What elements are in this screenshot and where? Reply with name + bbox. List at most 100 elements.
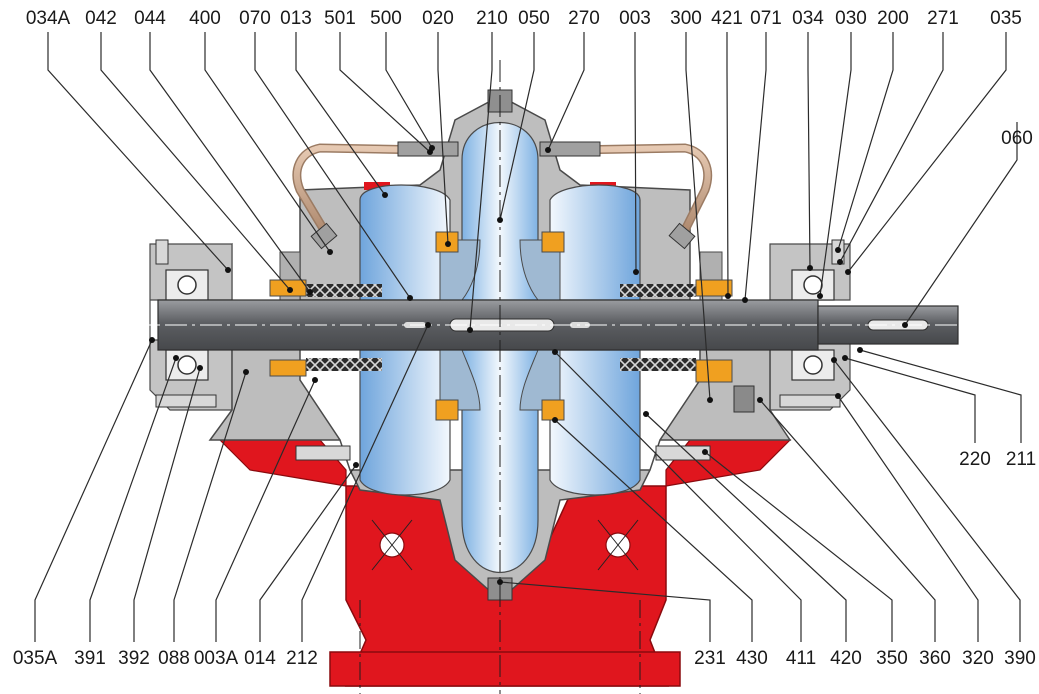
leader-top-013-dot: [382, 192, 388, 198]
leader-top-030: [819, 32, 852, 297]
label-bottom-430: 430: [736, 648, 768, 669]
leader-top-501: [339, 32, 431, 153]
label-bottom-003A: 003A: [194, 648, 239, 669]
leader-top-200-dot: [835, 247, 841, 253]
label-top-034A: 034A: [26, 8, 71, 29]
leader-right-220: [844, 357, 976, 443]
leader-bottom-390-dot: [831, 357, 837, 363]
leader-top-042-dot: [287, 287, 293, 293]
leader-top-003: [634, 32, 637, 273]
bearings: [165, 269, 835, 381]
label-top-400: 400: [189, 8, 221, 29]
leader-top-071: [744, 32, 767, 301]
leader-bottom-088-dot: [243, 369, 249, 375]
leader-right-211: [859, 349, 1022, 443]
label-bottom-212: 212: [286, 648, 318, 669]
leader-top-034-dot: [807, 265, 813, 271]
leader-top-050-dot: [497, 217, 503, 223]
leader-top-044-dot: [307, 289, 313, 295]
leader-top-071-dot: [742, 297, 748, 303]
label-bottom-420: 420: [830, 648, 862, 669]
leader-bottom-360: [759, 399, 936, 642]
leader-right-220-dot: [842, 355, 848, 361]
leader-right-060: [904, 122, 1018, 326]
leader-bottom-231-dot: [497, 579, 503, 585]
leader-bottom-430-dot: [552, 417, 558, 423]
leader-top-270: [547, 32, 585, 151]
gland-packing: [306, 284, 696, 371]
leader-top-210: [469, 32, 493, 331]
leader-top-070: [254, 32, 411, 299]
leader-top-070-dot: [407, 295, 413, 301]
red-flange-left: [364, 182, 390, 190]
leader-bottom-411: [554, 351, 802, 642]
label-top-500: 500: [370, 8, 402, 29]
leader-bottom-320: [837, 395, 979, 642]
leader-bottom-391-dot: [173, 355, 179, 361]
leader-bottom-420-dot: [643, 411, 649, 417]
leader-top-035-dot: [845, 269, 851, 275]
leader-bottom-360-dot: [757, 397, 763, 403]
leader-top-042: [100, 32, 291, 291]
leader-bottom-350-dot: [702, 449, 708, 455]
label-top-300: 300: [670, 8, 702, 29]
label-top-035: 035: [990, 8, 1022, 29]
leader-bottom-231: [499, 581, 711, 642]
label-bottom-088: 088: [158, 648, 190, 669]
label-top-050: 050: [518, 8, 550, 29]
label-top-013: 013: [280, 8, 312, 29]
leader-bottom-411-dot: [552, 349, 558, 355]
label-top-071: 071: [750, 8, 782, 29]
label-top-030: 030: [835, 8, 867, 29]
leader-top-300: [685, 32, 711, 401]
leader-bottom-035A: [34, 339, 153, 642]
label-top-501: 501: [324, 8, 356, 29]
seal-tube-left-fill: [293, 144, 431, 242]
leader-top-050: [499, 32, 535, 221]
leader-top-270-dot: [545, 147, 551, 153]
leader-bottom-420: [645, 413, 847, 642]
leader-bottom-390: [833, 359, 1021, 642]
leader-top-271: [839, 32, 944, 263]
leader-top-030-dot: [817, 293, 823, 299]
label-top-003: 003: [619, 8, 651, 29]
label-right-211: 211: [1006, 449, 1036, 470]
leader-top-271-dot: [837, 259, 843, 265]
leader-top-421: [726, 32, 729, 297]
leader-bottom-088: [173, 371, 247, 642]
label-top-270: 270: [568, 8, 600, 29]
leader-top-034A: [47, 32, 229, 271]
seal-tube-right-fill: [569, 144, 711, 242]
leader-top-400-dot: [327, 249, 333, 255]
label-right-220: 220: [959, 449, 991, 470]
label-top-020: 020: [422, 8, 454, 29]
leader-top-034: [807, 32, 811, 269]
leader-right-211-dot: [857, 347, 863, 353]
label-bottom-390: 390: [1004, 648, 1036, 669]
label-bottom-360: 360: [919, 648, 951, 669]
leader-top-500-dot: [429, 145, 435, 151]
label-top-034: 034: [792, 8, 824, 29]
leader-bottom-392-dot: [197, 365, 203, 371]
label-top-200: 200: [877, 8, 909, 29]
leader-bottom-212-dot: [425, 322, 431, 328]
leader-bottom-391: [89, 357, 177, 642]
label-top-070: 070: [239, 8, 271, 29]
label-top-271: 271: [927, 8, 959, 29]
leader-top-034A-dot: [225, 267, 231, 273]
label-bottom-014: 014: [244, 648, 276, 669]
leader-right-060-dot: [902, 322, 908, 328]
leader-top-210-dot: [467, 327, 473, 333]
leader-bottom-014-dot: [353, 462, 359, 468]
casing-bolts: [155, 239, 845, 461]
label-bottom-320: 320: [962, 648, 994, 669]
label-bottom-391: 391: [74, 648, 106, 669]
leader-top-200: [837, 32, 894, 251]
leader-bottom-392: [133, 367, 201, 642]
label-top-210: 210: [476, 8, 508, 29]
leader-top-020-dot: [445, 241, 451, 247]
leader-top-044: [149, 32, 311, 293]
label-bottom-350: 350: [876, 648, 908, 669]
